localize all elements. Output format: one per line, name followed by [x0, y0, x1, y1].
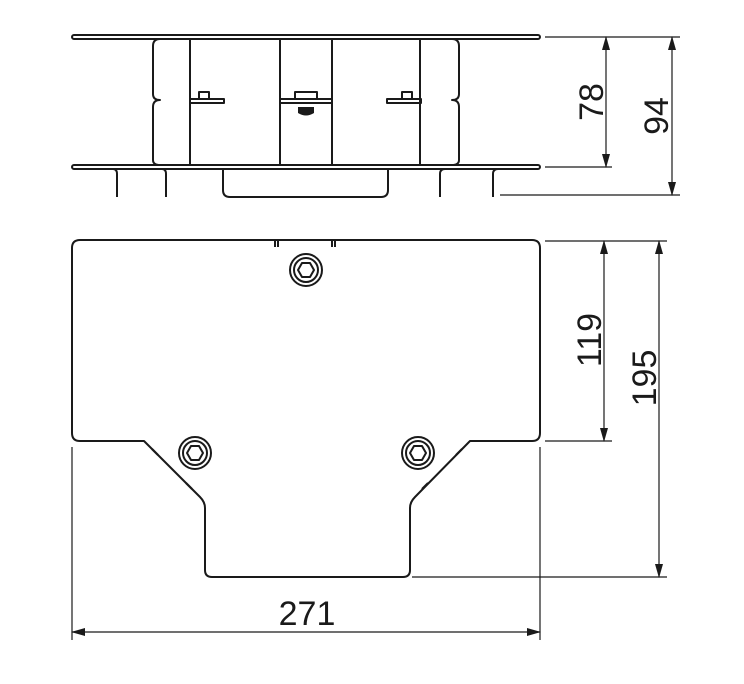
plan-view: [71, 239, 541, 578]
dimension-119: 119: [571, 313, 609, 367]
bolt-icon: [401, 436, 435, 470]
dimension-lines: [71, 36, 680, 640]
nut-icon: [294, 91, 318, 100]
bolt-icon: [289, 253, 323, 287]
bolt-icon: [178, 436, 212, 470]
side-view: [71, 34, 541, 198]
dimension-78: 78: [573, 83, 611, 121]
dimension-195: 195: [626, 350, 664, 407]
dimension-271: 271: [279, 595, 336, 633]
dimension-94: 94: [638, 97, 676, 135]
